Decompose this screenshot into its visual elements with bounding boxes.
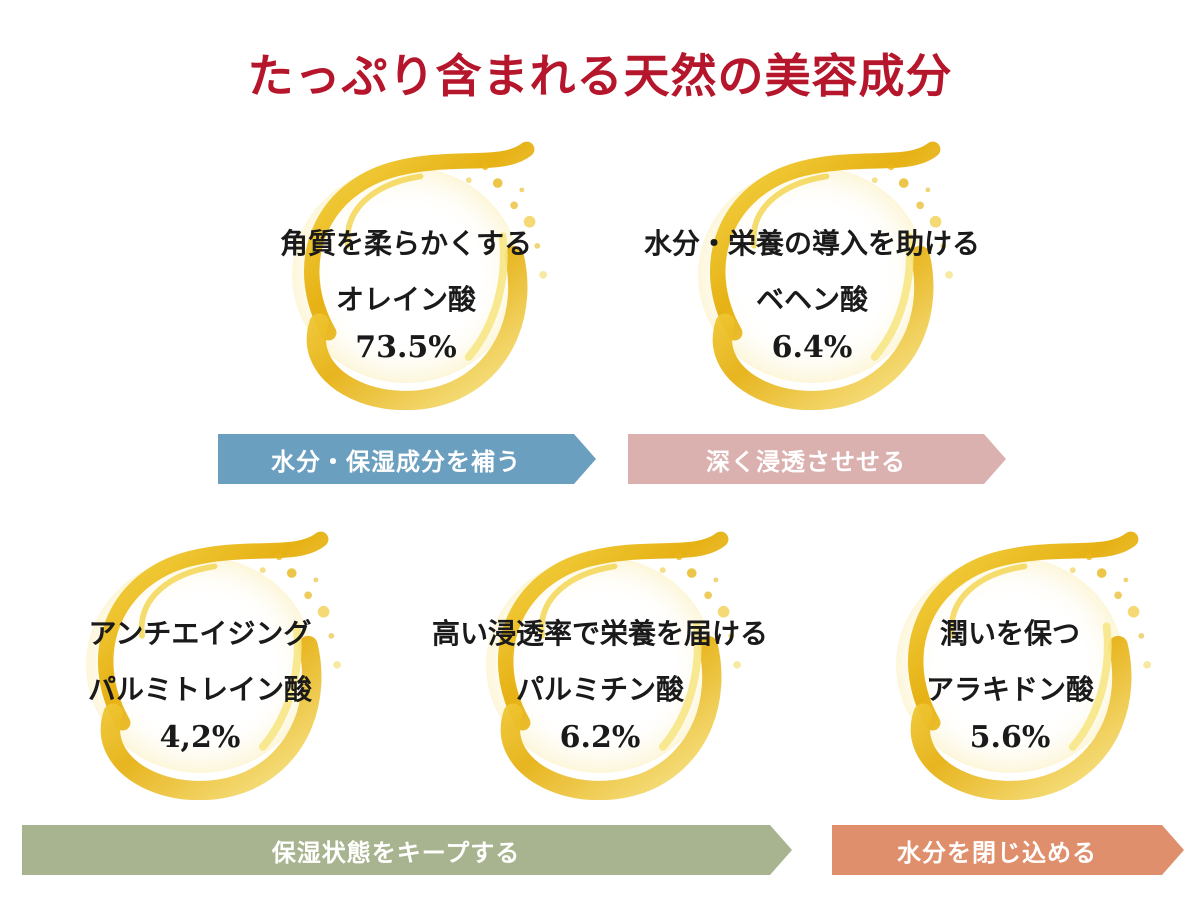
- arrow-banner-deep-penetration: 深く浸透させせる: [628, 434, 1006, 484]
- ingredient-benefit: 角質を柔らかくする: [279, 227, 532, 260]
- oil-swirl-icon: [642, 130, 982, 410]
- ingredient-palmitic-acid: 高い浸透率で栄養を届ける パルミチン酸 6.2%: [430, 520, 770, 800]
- ingredient-name: パルミチン酸: [515, 673, 684, 706]
- ingredient-behenic-acid: 水分・栄養の導入を助ける ベヘン酸 6.4%: [642, 130, 982, 410]
- ingredient-percent: 4,2%: [159, 720, 241, 755]
- arrow-banner-keep-moisture: 保湿状態をキープする: [22, 825, 792, 875]
- ingredient-percent: 5.6%: [969, 720, 1051, 755]
- ingredient-palmitoleic-acid: アンチエイジング パルミトレイン酸 4,2%: [30, 520, 370, 800]
- arrow-banner-lock-in-moisture: 水分を閉じ込める: [832, 825, 1184, 875]
- page-title: たっぷり含まれる天然の美容成分: [247, 49, 953, 103]
- ingredient-name: オレイン酸: [335, 283, 476, 316]
- oil-swirl-icon: [430, 520, 770, 800]
- ingredient-name: パルミトレイン酸: [87, 673, 312, 706]
- ingredient-benefit: アンチエイジング: [88, 617, 312, 650]
- ingredient-percent: 6.4%: [771, 330, 853, 365]
- ingredient-benefit: 潤いを保つ: [939, 617, 1080, 650]
- ingredient-name: ベヘン酸: [755, 283, 868, 316]
- oil-swirl-icon: [30, 520, 370, 800]
- ingredient-benefit: 水分・栄養の導入を助ける: [643, 227, 980, 260]
- ingredient-name: アラキドン酸: [925, 673, 1094, 706]
- oil-swirl-icon: [236, 130, 576, 410]
- ingredient-arachidonic-acid: 潤いを保つ アラキドン酸 5.6%: [840, 520, 1180, 800]
- ingredient-percent: 73.5%: [355, 330, 457, 365]
- oil-swirl-icon: [840, 520, 1180, 800]
- ingredient-percent: 6.2%: [559, 720, 641, 755]
- arrow-banner-replenish-moisture: 水分・保湿成分を補う: [218, 434, 596, 484]
- ingredient-oleic-acid: 角質を柔らかくする オレイン酸 73.5%: [236, 130, 576, 410]
- ingredient-benefit: 高い浸透率で栄養を届ける: [431, 617, 768, 650]
